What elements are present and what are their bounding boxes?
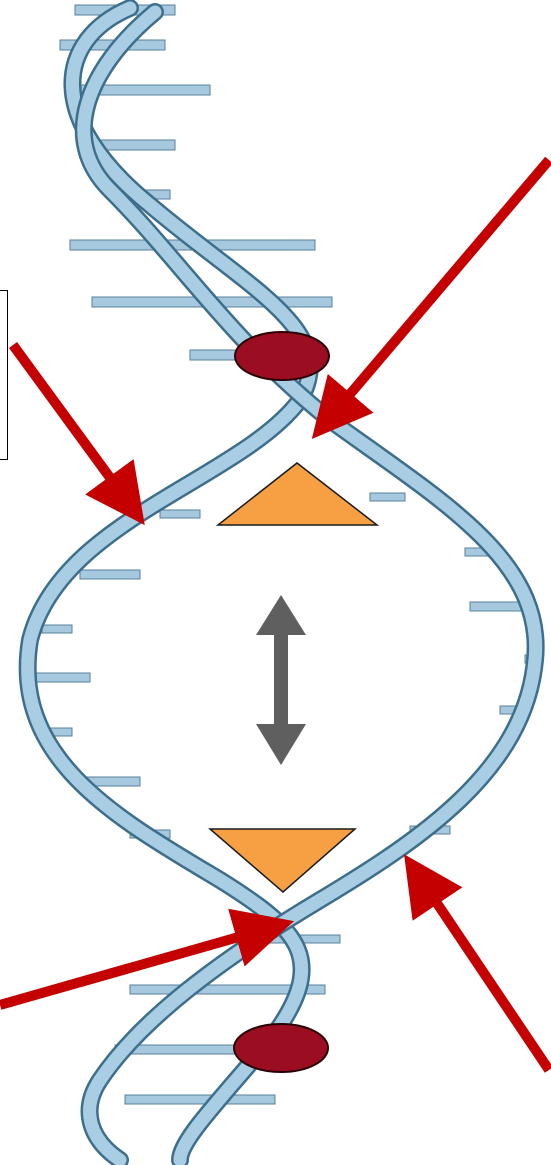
rung bbox=[79, 569, 141, 580]
top-ellipse-marker bbox=[234, 331, 330, 381]
rung bbox=[159, 509, 201, 519]
rung bbox=[369, 492, 406, 502]
vertical-double-arrow-icon bbox=[256, 595, 306, 765]
callout-arrow-top-right bbox=[311, 156, 551, 440]
label-box bbox=[0, 290, 8, 460]
callout-arrows bbox=[0, 156, 551, 1073]
lower-triangle-marker bbox=[207, 828, 357, 893]
rung bbox=[29, 672, 91, 683]
strand-a bbox=[18, 0, 319, 1165]
bottom-ellipse-marker bbox=[233, 1023, 329, 1073]
callout-arrow-bottom-left bbox=[0, 908, 295, 1010]
backbone-strands bbox=[18, 0, 545, 1165]
rung bbox=[41, 624, 73, 634]
callout-arrow-bottom-right bbox=[404, 854, 551, 1073]
upper-triangle-marker bbox=[215, 462, 380, 526]
callout-arrow-left bbox=[8, 342, 145, 526]
rung bbox=[124, 1094, 276, 1105]
strand-b bbox=[74, 3, 545, 1165]
rung bbox=[129, 984, 326, 995]
